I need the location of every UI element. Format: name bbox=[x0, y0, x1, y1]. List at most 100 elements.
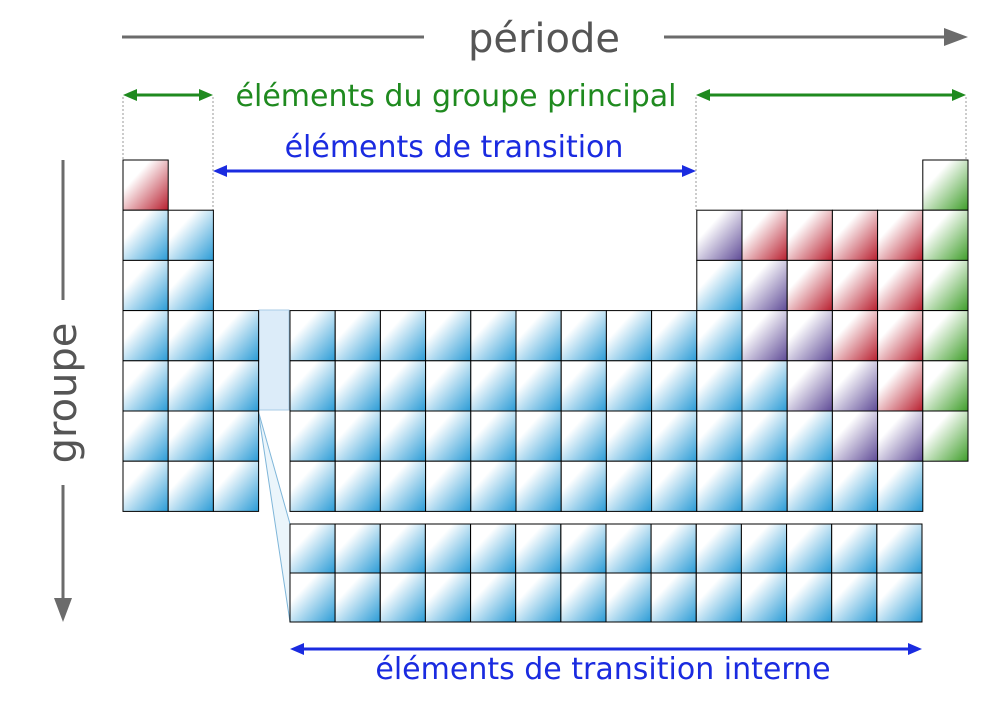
element-cell bbox=[334, 360, 381, 412]
element-cell bbox=[167, 259, 214, 312]
inner-transition-cell bbox=[289, 523, 336, 574]
element-cell bbox=[831, 410, 879, 462]
element-cell bbox=[922, 310, 969, 362]
transition-arrowhead-right-icon bbox=[682, 165, 696, 177]
inner-transition-arrowhead-left-icon bbox=[290, 643, 304, 655]
element-cell bbox=[605, 310, 653, 362]
element-cell bbox=[651, 410, 698, 462]
inner-transition-cell bbox=[379, 523, 426, 574]
period-arrowhead-icon bbox=[944, 28, 968, 46]
element-cell bbox=[696, 460, 743, 512]
inner-transition-cell bbox=[515, 572, 562, 623]
element-cell bbox=[605, 360, 653, 412]
element-cell bbox=[167, 360, 214, 412]
element-cell bbox=[786, 410, 833, 462]
element-cell bbox=[741, 460, 788, 512]
element-cell bbox=[786, 310, 833, 362]
inner-transition-cell bbox=[876, 572, 923, 623]
element-cell bbox=[560, 360, 607, 412]
inner-transition-cell bbox=[470, 572, 517, 623]
inner-transition-connector bbox=[257, 409, 291, 623]
main-group-arrowhead-left-icon bbox=[123, 89, 137, 101]
element-cell bbox=[696, 360, 743, 412]
element-cell bbox=[212, 410, 260, 462]
inner-transition-cell bbox=[289, 572, 336, 623]
element-cell bbox=[289, 360, 336, 412]
element-cell bbox=[696, 259, 743, 312]
element-cell bbox=[922, 360, 969, 412]
element-cell bbox=[515, 360, 562, 412]
element-cell bbox=[425, 410, 472, 462]
element-cell bbox=[605, 460, 653, 512]
transition-arrowhead-left-icon bbox=[213, 165, 227, 177]
inner-transition-cells bbox=[289, 523, 923, 623]
element-cell bbox=[122, 460, 169, 512]
element-cell bbox=[334, 460, 381, 512]
element-cell bbox=[786, 460, 833, 512]
inner-transition-cell bbox=[650, 523, 697, 574]
period-header: période bbox=[122, 16, 968, 62]
inner-transition-indicator: éléments de transition interne bbox=[290, 643, 922, 687]
inner-transition-cell bbox=[831, 523, 878, 574]
inner-transition-cell bbox=[515, 523, 562, 574]
element-cell bbox=[470, 310, 517, 362]
element-cell bbox=[379, 410, 427, 462]
inner-transition-arrowhead-right-icon bbox=[908, 643, 922, 655]
element-cell bbox=[379, 310, 427, 362]
element-cell bbox=[379, 460, 427, 512]
element-cell bbox=[651, 360, 698, 412]
inner-transition-cell bbox=[650, 572, 697, 623]
element-cell bbox=[334, 410, 381, 462]
main-group-arrowhead-right-icon bbox=[696, 89, 710, 101]
inner-transition-cell bbox=[605, 572, 652, 623]
inner-transition-placeholder bbox=[258, 309, 290, 411]
element-cell bbox=[877, 310, 924, 362]
inner-transition-cell bbox=[786, 523, 833, 574]
inner-transition-cell bbox=[695, 572, 742, 623]
element-cell bbox=[122, 310, 169, 362]
element-cell bbox=[212, 310, 260, 362]
element-cell bbox=[515, 310, 562, 362]
element-cell bbox=[515, 460, 562, 512]
inner-transition-cell bbox=[695, 523, 742, 574]
element-cell bbox=[425, 360, 472, 412]
element-cell bbox=[741, 209, 788, 261]
element-cell bbox=[122, 159, 169, 211]
element-cell bbox=[651, 460, 698, 512]
element-cell bbox=[122, 209, 169, 261]
element-cell bbox=[167, 410, 214, 462]
element-cell bbox=[877, 410, 924, 462]
element-cell bbox=[560, 310, 607, 362]
group-axis: groupe bbox=[40, 160, 86, 622]
element-cell bbox=[167, 209, 214, 261]
inner-transition-cell bbox=[424, 523, 471, 574]
element-cell bbox=[877, 360, 924, 412]
element-cell bbox=[831, 310, 879, 362]
element-cell bbox=[741, 310, 788, 362]
element-cell bbox=[122, 360, 169, 412]
inner-transition-cell bbox=[334, 523, 381, 574]
element-cell bbox=[696, 310, 743, 362]
inner-transition-cell bbox=[334, 572, 381, 623]
element-cell bbox=[605, 410, 653, 462]
element-cell bbox=[741, 410, 788, 462]
element-cell bbox=[560, 410, 607, 462]
element-cell bbox=[922, 410, 969, 462]
element-cell bbox=[877, 259, 924, 312]
transition-indicator: éléments de transition bbox=[213, 130, 696, 177]
inner-transition-cell bbox=[424, 572, 471, 623]
element-cell bbox=[470, 460, 517, 512]
element-cell bbox=[122, 259, 169, 312]
inner-transition-label: éléments de transition interne bbox=[375, 652, 830, 687]
element-cell bbox=[922, 259, 969, 312]
element-cell bbox=[651, 310, 698, 362]
element-cell bbox=[167, 460, 214, 512]
period-label: période bbox=[468, 16, 620, 62]
element-cell bbox=[379, 360, 427, 412]
element-cell bbox=[831, 209, 879, 261]
element-cell bbox=[425, 310, 472, 362]
inner-transition-cell bbox=[470, 523, 517, 574]
inner-transition-cell bbox=[560, 572, 607, 623]
element-cell bbox=[289, 460, 336, 512]
